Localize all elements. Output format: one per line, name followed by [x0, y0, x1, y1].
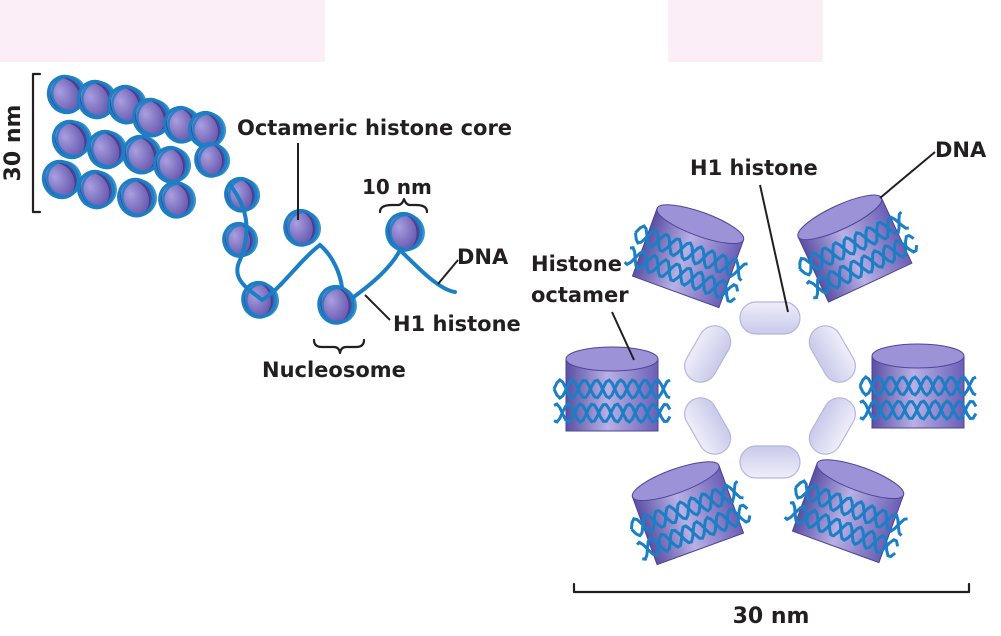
dna-leader-left [437, 259, 459, 285]
nucleosome [132, 97, 172, 138]
h1-label-left: H1 histone [393, 312, 521, 336]
free-nucleosomes [283, 208, 425, 325]
ten-nm-label: 10 nm [362, 175, 432, 199]
h1-leader-left [364, 294, 391, 321]
h1-leader-right [759, 184, 789, 313]
nucleosome [385, 211, 425, 252]
fiber-width-label-bottom: 30 nm [733, 604, 810, 629]
histone-cylinder [797, 194, 919, 303]
dna-label-right: DNA [935, 138, 987, 162]
header-tint-right [668, 0, 823, 62]
h1-histone-unit [684, 397, 732, 455]
histone-octamer-label-line2: octamer [531, 283, 629, 307]
dna-label-left: DNA [457, 245, 509, 269]
nucleosome [188, 110, 227, 149]
histone-octamer-leader [611, 311, 635, 361]
h1-histone-unit [739, 301, 801, 335]
nucleosome [76, 169, 117, 210]
header-tint-left [0, 0, 325, 62]
octameric-core-label: Octameric histone core [237, 116, 512, 140]
histone-cylinder [623, 204, 748, 309]
nucleosome [158, 180, 197, 219]
h1-label-right: H1 histone [690, 156, 818, 180]
h1-histone-unit [808, 397, 856, 455]
fiber-width-brace-bottom [572, 582, 971, 594]
nucleosome [194, 141, 231, 178]
fiber-width-label-left: 30 nm [1, 105, 26, 182]
nucleosome-brace [312, 338, 366, 355]
histone-cylinder [858, 343, 978, 429]
nucleosome-label: Nucleosome [262, 358, 406, 382]
h1-histone-unit [684, 325, 732, 383]
nucleosome [51, 119, 92, 160]
nucleosome [317, 284, 357, 325]
nucleosome [222, 221, 259, 258]
nucleosome [117, 177, 157, 218]
nucleosome [283, 208, 321, 247]
nucleosome [41, 159, 82, 200]
h1-histone-unit [808, 325, 856, 383]
histone-cylinder [552, 346, 672, 432]
nucleosome [153, 145, 192, 184]
fiber-cross-section [552, 194, 978, 566]
nucleosome [46, 74, 87, 115]
h1-histone-unit [739, 445, 801, 479]
histone-cylinder [629, 461, 752, 566]
nucleosome [86, 129, 127, 170]
histone-cylinder [783, 459, 908, 564]
histone-octamer-label-line1: Histone [531, 252, 622, 276]
fiber-width-brace-left [31, 72, 42, 214]
nucleosome [122, 134, 162, 175]
ten-nm-brace [378, 197, 429, 214]
dna-leader-right [879, 151, 936, 199]
